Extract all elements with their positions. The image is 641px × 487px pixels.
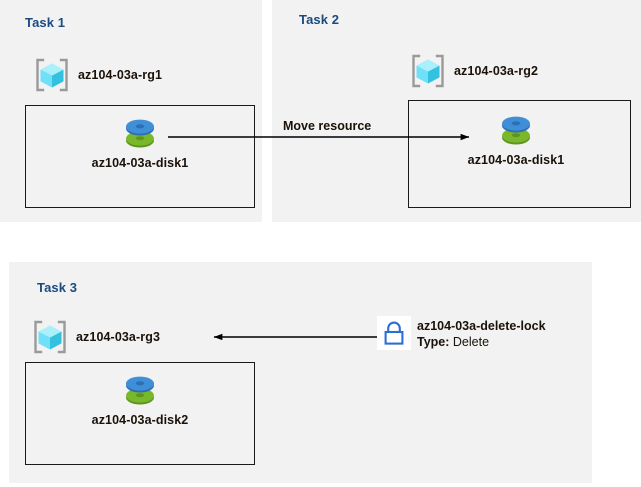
managed-disk-icon bbox=[119, 113, 161, 153]
resource-node-disk1-task1: az104-03a-disk1 bbox=[77, 113, 203, 170]
resource-label: az104-03a-disk2 bbox=[91, 413, 189, 427]
resource-group-label: az104-03a-rg3 bbox=[76, 330, 160, 344]
connector-lock-applies-to bbox=[213, 333, 380, 341]
resource-group-label: az104-03a-rg1 bbox=[78, 68, 162, 82]
connector-move-resource bbox=[168, 133, 470, 141]
resource-label: az104-03a-disk1 bbox=[91, 156, 189, 170]
resource-label: az104-03a-disk1 bbox=[467, 153, 565, 167]
lock-icon bbox=[377, 316, 411, 350]
task-panel-title: Task 1 bbox=[25, 15, 66, 30]
resource-lock-node: az104-03a-delete-lock Type: Delete bbox=[377, 316, 546, 350]
resource-group-node-rg1: az104-03a-rg1 bbox=[33, 56, 162, 94]
resource-node-disk1-task2: az104-03a-disk1 bbox=[446, 110, 586, 167]
resource-group-icon bbox=[33, 56, 71, 94]
resource-group-boundary-task1 bbox=[25, 105, 255, 208]
resource-group-label: az104-03a-rg2 bbox=[454, 64, 538, 78]
task-panel-task3: Task 3 bbox=[9, 262, 592, 483]
managed-disk-icon bbox=[495, 110, 537, 150]
task-panel-title: Task 2 bbox=[299, 12, 340, 27]
lock-type-value: Delete bbox=[452, 335, 490, 349]
connector-move-resource-label: Move resource bbox=[280, 119, 375, 133]
resource-group-boundary-task2 bbox=[408, 100, 631, 208]
resource-node-disk2-task3: az104-03a-disk2 bbox=[77, 370, 203, 427]
task-panel-task2: Task 2 bbox=[272, 0, 641, 222]
resource-group-icon bbox=[31, 318, 69, 356]
resource-group-node-rg2: az104-03a-rg2 bbox=[409, 52, 538, 90]
managed-disk-icon bbox=[119, 370, 161, 410]
resource-group-icon bbox=[409, 52, 447, 90]
task-panel-title: Task 3 bbox=[37, 280, 78, 295]
task-panel-task1: Task 1 az104-03a-rg1 bbox=[0, 0, 262, 222]
lock-type-row: Type: Delete bbox=[417, 334, 546, 350]
lock-type-label: Type: bbox=[417, 335, 450, 349]
resource-group-node-rg3: az104-03a-rg3 bbox=[31, 318, 160, 356]
resource-group-boundary-task3 bbox=[25, 362, 255, 465]
lock-name-label: az104-03a-delete-lock bbox=[417, 319, 546, 333]
